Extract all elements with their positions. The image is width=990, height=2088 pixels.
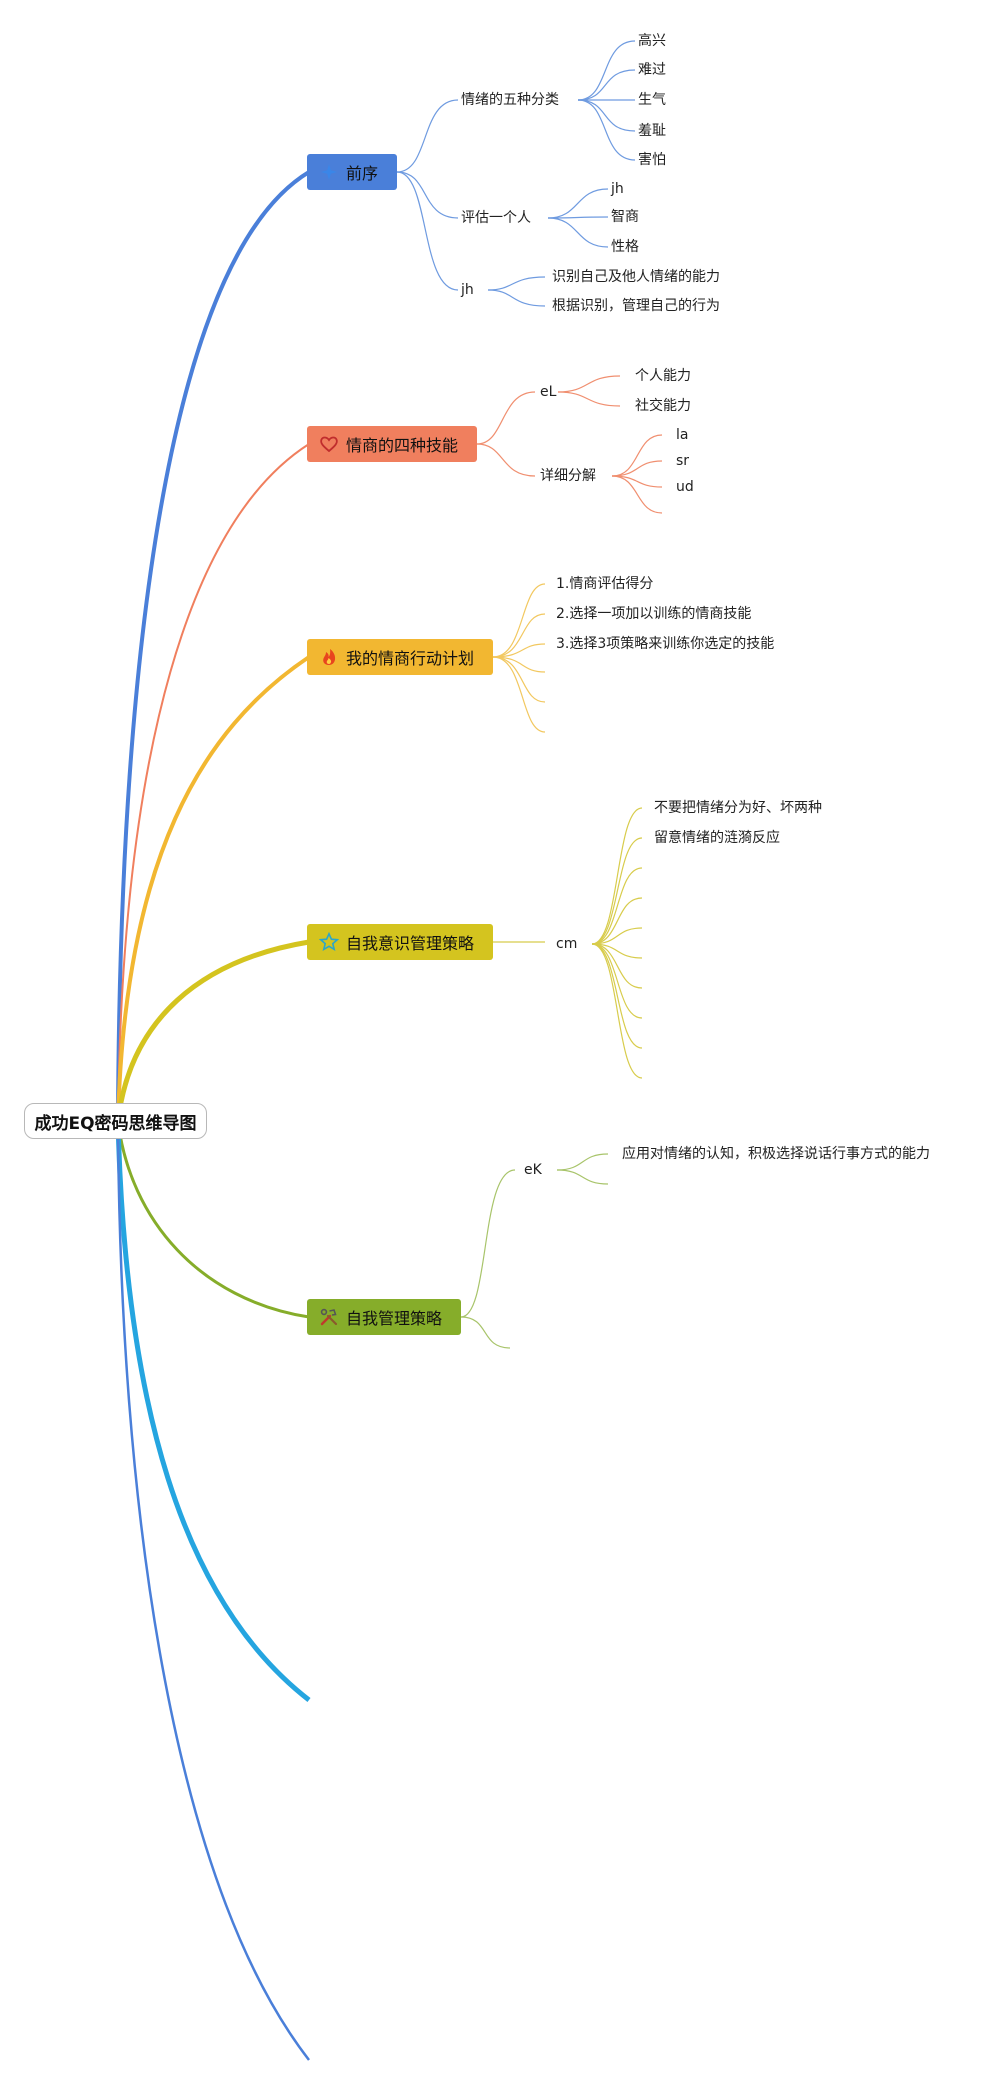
edge-root-hidden-branch-2 (116, 1120, 310, 2061)
leaf-apply-emotion-awareness[interactable]: 应用对情绪的认知，积极选择说话行事方式的能力 (622, 1146, 930, 1162)
leaf-fear[interactable]: 害怕 (638, 152, 666, 168)
leaf-eq-score[interactable]: 1.情商评估得分 (556, 576, 654, 592)
branch-self-awareness[interactable]: 自我意识管理策略 (307, 924, 493, 960)
leaf-shame[interactable]: 羞耻 (638, 123, 666, 139)
heart-icon (320, 436, 338, 453)
subtopic-ek[interactable]: eK (524, 1162, 542, 1178)
branch-preface-label: 前序 (346, 164, 379, 183)
branch-self-management-label: 自我管理策略 (346, 1309, 443, 1328)
leaf-personality[interactable]: 性格 (611, 239, 639, 255)
branch-self-awareness-label: 自我意识管理策略 (346, 934, 475, 953)
leaf-manage-behavior[interactable]: 根据识别，管理自己的行为 (552, 298, 720, 314)
leaf-jh[interactable]: jh (611, 181, 624, 197)
leaf-recognize-emotions[interactable]: 识别自己及他人情绪的能力 (552, 269, 720, 285)
leaf-sr[interactable]: sr (676, 453, 690, 469)
leaf-sad[interactable]: 难过 (638, 62, 666, 78)
edge-root-action-plan (116, 655, 311, 1122)
leaf-happy[interactable]: 高兴 (638, 33, 666, 49)
leaf-la[interactable]: la (676, 427, 689, 443)
branch-action-plan-label: 我的情商行动计划 (346, 649, 475, 668)
root-topic-label: 成功EQ密码思维导图 (34, 1113, 197, 1134)
leaf-iq[interactable]: 智商 (611, 209, 639, 225)
edge-root-self-awareness (115, 939, 310, 1122)
branch-preface[interactable]: 前序 (307, 154, 397, 190)
fire-icon (323, 649, 336, 665)
branch-self-management[interactable]: 自我管理策略 (307, 1299, 461, 1335)
edge-root-hidden-branch-1 (115, 1120, 311, 1702)
star-icon (319, 932, 339, 952)
tools-icon (320, 1308, 338, 1326)
leaf-ripple-effect[interactable]: 留意情绪的涟漪反应 (654, 830, 780, 846)
sparkle-icon (321, 164, 337, 180)
root-topic[interactable]: 成功EQ密码思维导图 (24, 1103, 207, 1139)
branch-four-skills[interactable]: 情商的四种技能 (307, 426, 477, 462)
leaf-choose-strategies[interactable]: 3.选择3项策略来训练你选定的技能 (556, 636, 775, 652)
subtopic-cm[interactable]: cm (556, 936, 578, 952)
subtopic-emotion-types[interactable]: 情绪的五种分类 (461, 92, 559, 108)
leaf-choose-skill[interactable]: 2.选择一项加以训练的情商技能 (556, 606, 752, 622)
leaf-social-competence[interactable]: 社交能力 (635, 398, 691, 414)
leaf-dont-classify[interactable]: 不要把情绪分为好、坏两种 (654, 800, 822, 816)
subtopic-jh[interactable]: jh (461, 282, 474, 298)
edge-root-four-skills (117, 443, 310, 1122)
branch-action-plan[interactable]: 我的情商行动计划 (307, 639, 493, 675)
leaf-personal-competence[interactable]: 个人能力 (635, 368, 691, 384)
subtopic-el[interactable]: eL (540, 384, 557, 400)
edge-root-preface (116, 170, 311, 1122)
subtopic-evaluate-person[interactable]: 评估一个人 (461, 210, 531, 226)
leaf-angry[interactable]: 生气 (638, 92, 666, 108)
branch-four-skills-label: 情商的四种技能 (346, 436, 459, 455)
leaf-ud[interactable]: ud (676, 479, 694, 495)
edge-root-self-management (116, 1120, 310, 1319)
subtopic-detail-breakdown[interactable]: 详细分解 (540, 468, 596, 484)
